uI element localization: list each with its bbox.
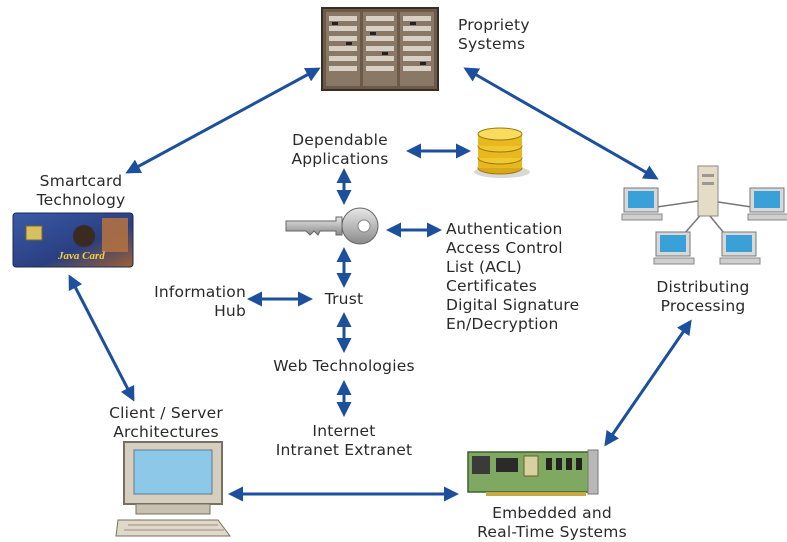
arrow-proprietary-smartcard xyxy=(125,67,321,174)
database-icon xyxy=(474,127,530,178)
java-card-text: Java Card xyxy=(58,250,105,262)
list-item: En/Decryption xyxy=(446,315,559,333)
list-item: List (ACL) xyxy=(446,258,522,276)
workstation-bottom-left xyxy=(653,231,695,265)
web-technologies-label: Web Technologies xyxy=(273,357,415,375)
trust-label: Trust xyxy=(324,290,364,308)
desktop-computer-icon xyxy=(115,441,231,537)
circuit-board-icon xyxy=(467,449,599,496)
network-computers-icon xyxy=(621,165,787,265)
smartcard-graphic xyxy=(12,212,134,268)
arrow-proprietary-distributing xyxy=(463,67,659,180)
workstation-bottom-right xyxy=(719,231,761,265)
list-item: Certificates xyxy=(446,277,537,295)
list-item: Digital Signature xyxy=(446,296,580,314)
arrow-distributing-embedded xyxy=(604,319,692,447)
security-services-list: Authentication Access Control List (ACL)… xyxy=(446,220,579,334)
workstation-right xyxy=(747,187,787,221)
list-item: Access Control xyxy=(446,239,563,257)
smartcard-icon: Java Card xyxy=(12,212,134,268)
workstation-left xyxy=(621,187,663,221)
list-item: Authentication xyxy=(446,220,563,238)
arrow-smartcard-clientserver xyxy=(68,274,135,402)
server-rack-icon xyxy=(321,7,439,91)
key-icon xyxy=(285,207,379,245)
